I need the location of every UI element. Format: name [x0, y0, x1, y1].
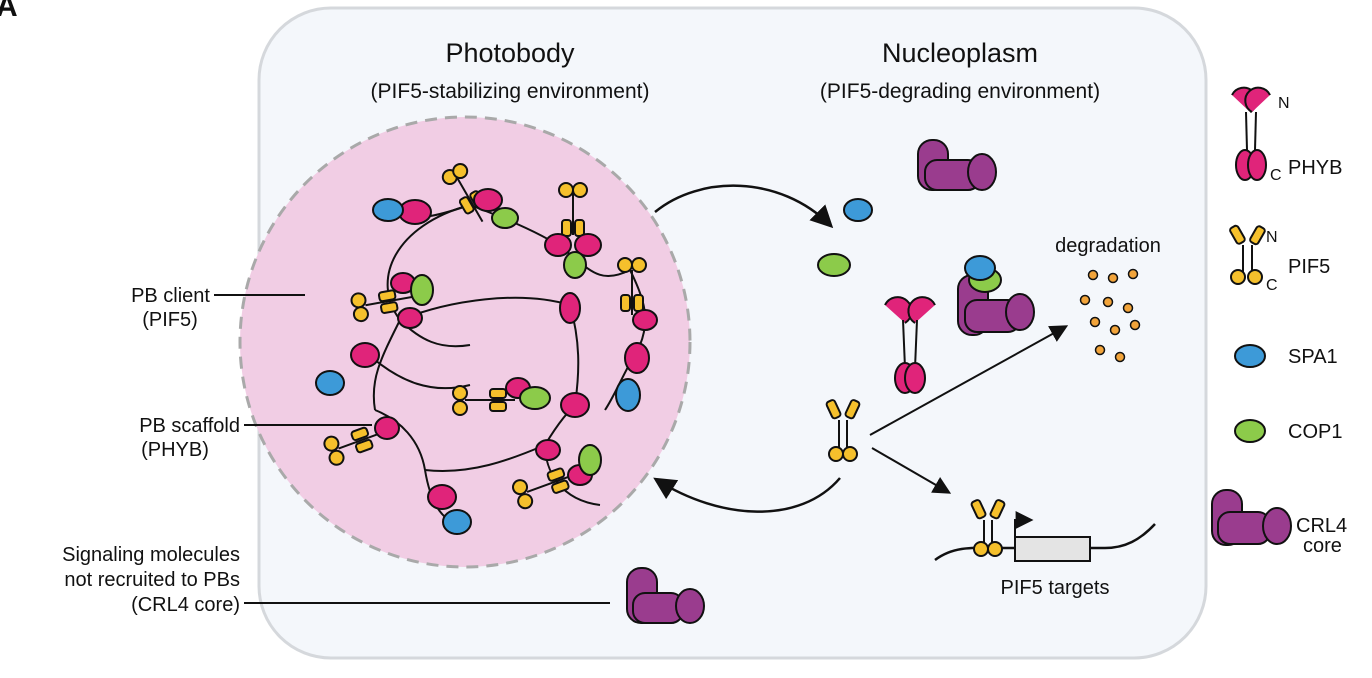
legend-pif5-label: PIF5 — [1288, 256, 1330, 278]
phyb-body — [624, 342, 650, 374]
legend: N C PHYB N C PIF5 SPA1 COP1 CRL4 core — [1211, 86, 1347, 557]
spa1-blob — [615, 378, 641, 412]
phyb-lobe — [397, 307, 423, 329]
dna-strand — [934, 523, 1156, 562]
scaffold-label-line1: PB scaffold — [139, 415, 240, 437]
spa1-blob — [372, 198, 404, 222]
tss-arrow — [1014, 511, 1034, 537]
legend-pif5-n: N — [1266, 229, 1278, 246]
phyb-lobe — [544, 233, 572, 257]
spa1-blob — [442, 509, 472, 535]
cop1-blob — [563, 251, 587, 279]
legend-spa1-icon — [1234, 344, 1266, 368]
legend-phyb-n: N — [1278, 95, 1290, 112]
pif5-dimer — [350, 289, 415, 323]
pif5-dimer — [558, 182, 588, 237]
signaling-label-line3: (CRL4 core) — [131, 594, 240, 616]
pif5-dimer — [452, 385, 515, 416]
panel-letter: A — [0, 0, 18, 23]
photobody-title: Photobody — [445, 38, 575, 68]
crl4-core — [917, 139, 997, 191]
phyb-lobe — [632, 309, 658, 331]
legend-crl4-label-line2: core — [1303, 535, 1342, 557]
legend-cop1-icon — [1234, 419, 1266, 443]
cop1-blob — [578, 444, 602, 476]
crl4-core — [626, 567, 705, 624]
targets-label: PIF5 targets — [1001, 577, 1110, 599]
legend-phyb-icon — [1231, 86, 1271, 181]
phyb-body — [560, 392, 590, 418]
legend-pif5-c: C — [1266, 277, 1278, 294]
phyb-body — [427, 484, 457, 510]
client-label-line2: (PIF5) — [142, 309, 198, 331]
legend-spa1-label: SPA1 — [1288, 346, 1338, 368]
release-arrow — [654, 184, 834, 229]
spa1-blob — [315, 370, 345, 396]
photobody-molecules — [315, 163, 658, 535]
scaffold-label-line2: (PHYB) — [141, 439, 209, 461]
pif5-dimer — [970, 499, 1006, 557]
pif5-dimer — [512, 467, 575, 510]
phyb-body — [350, 342, 380, 368]
legend-phyb-label: PHYB — [1288, 157, 1342, 179]
signaling-label-line1: Signaling molecules — [62, 544, 240, 566]
photobody-subtitle: (PIF5-stabilizing environment) — [371, 80, 650, 103]
gene-box — [1014, 536, 1091, 562]
legend-phyb-c: C — [1270, 167, 1282, 184]
degradation-label: degradation — [1055, 235, 1161, 257]
target-arrow — [871, 447, 952, 494]
nucleoplasm-subtitle: (PIF5-degrading environment) — [820, 80, 1100, 103]
nucleoplasm-title: Nucleoplasm — [882, 38, 1038, 68]
phyb-lobe — [374, 416, 400, 440]
phyb-lobe — [473, 188, 503, 212]
phyb-body — [559, 292, 581, 324]
cop1-blob — [519, 386, 551, 410]
degradation-products — [1079, 268, 1141, 363]
legend-pif5-icon — [1229, 224, 1266, 285]
cop1-blob — [817, 253, 851, 277]
legend-cop1-label: COP1 — [1288, 421, 1342, 443]
cop1-blob — [410, 274, 434, 306]
cop1-blob — [491, 207, 519, 229]
pif5-dimer — [825, 399, 861, 462]
phyb-lobe — [574, 233, 602, 257]
spa1-blob — [843, 198, 873, 222]
legend-crl4-icon — [1211, 489, 1292, 546]
degradation-arrow — [869, 325, 1069, 436]
phyb-dimer — [884, 296, 936, 394]
photobody-circle — [238, 115, 692, 569]
phyb-body — [535, 439, 561, 461]
client-label-line1: PB client — [131, 285, 210, 307]
recruit-arrow — [653, 477, 841, 513]
signaling-label-line2: not recruited to PBs — [64, 569, 240, 591]
crl4-complex — [957, 255, 1035, 336]
pif5-dimer — [617, 257, 647, 315]
legend-crl4-label-line1: CRL4 — [1296, 515, 1347, 537]
